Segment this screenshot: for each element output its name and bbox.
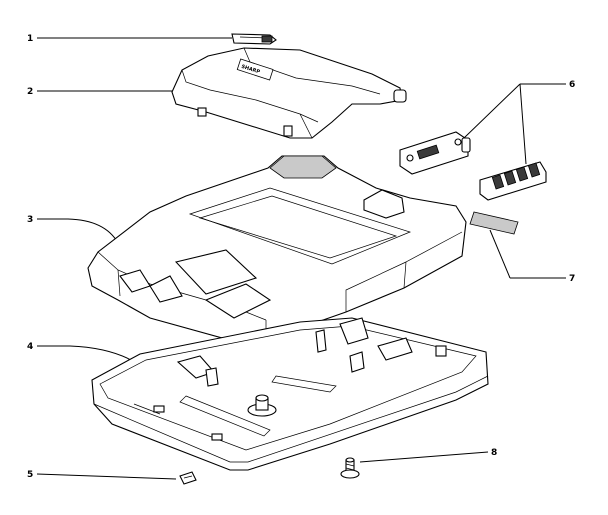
leader-line-3-curve xyxy=(67,218,119,244)
callout-number-8: 8 xyxy=(491,448,497,458)
leader-line-7 xyxy=(489,229,511,279)
leader-line-8 xyxy=(359,451,489,463)
leader-lines xyxy=(36,37,566,480)
callout-number-6: 6 xyxy=(569,80,575,90)
part-5-clip xyxy=(179,471,197,485)
cover-badge-text: SHARP xyxy=(240,64,260,76)
callout-number-2: 2 xyxy=(27,87,33,97)
part-8-screw xyxy=(340,457,360,479)
part-2-top-cover: SHARP xyxy=(171,47,407,139)
part-4-base-tray xyxy=(91,317,489,471)
part-7-plate xyxy=(469,211,519,235)
callout-number-5: 5 xyxy=(27,470,33,480)
callout-number-4: 4 xyxy=(27,342,33,352)
callout-number-3: 3 xyxy=(27,215,33,225)
callout-numbers: 1 2 3 4 5 6 7 8 xyxy=(27,34,575,480)
leader-line-6b xyxy=(519,83,527,165)
part-1-clip xyxy=(231,33,277,45)
part-6-connector-a xyxy=(399,131,471,175)
cover-badge: SHARP xyxy=(236,58,274,81)
callout-number-7: 7 xyxy=(569,274,575,284)
part-3-main-shell xyxy=(87,155,467,345)
callout-number-1: 1 xyxy=(27,34,33,44)
leader-line-6a xyxy=(463,83,521,139)
leader-line-5 xyxy=(36,473,177,480)
part-6-connector-b xyxy=(479,161,547,201)
